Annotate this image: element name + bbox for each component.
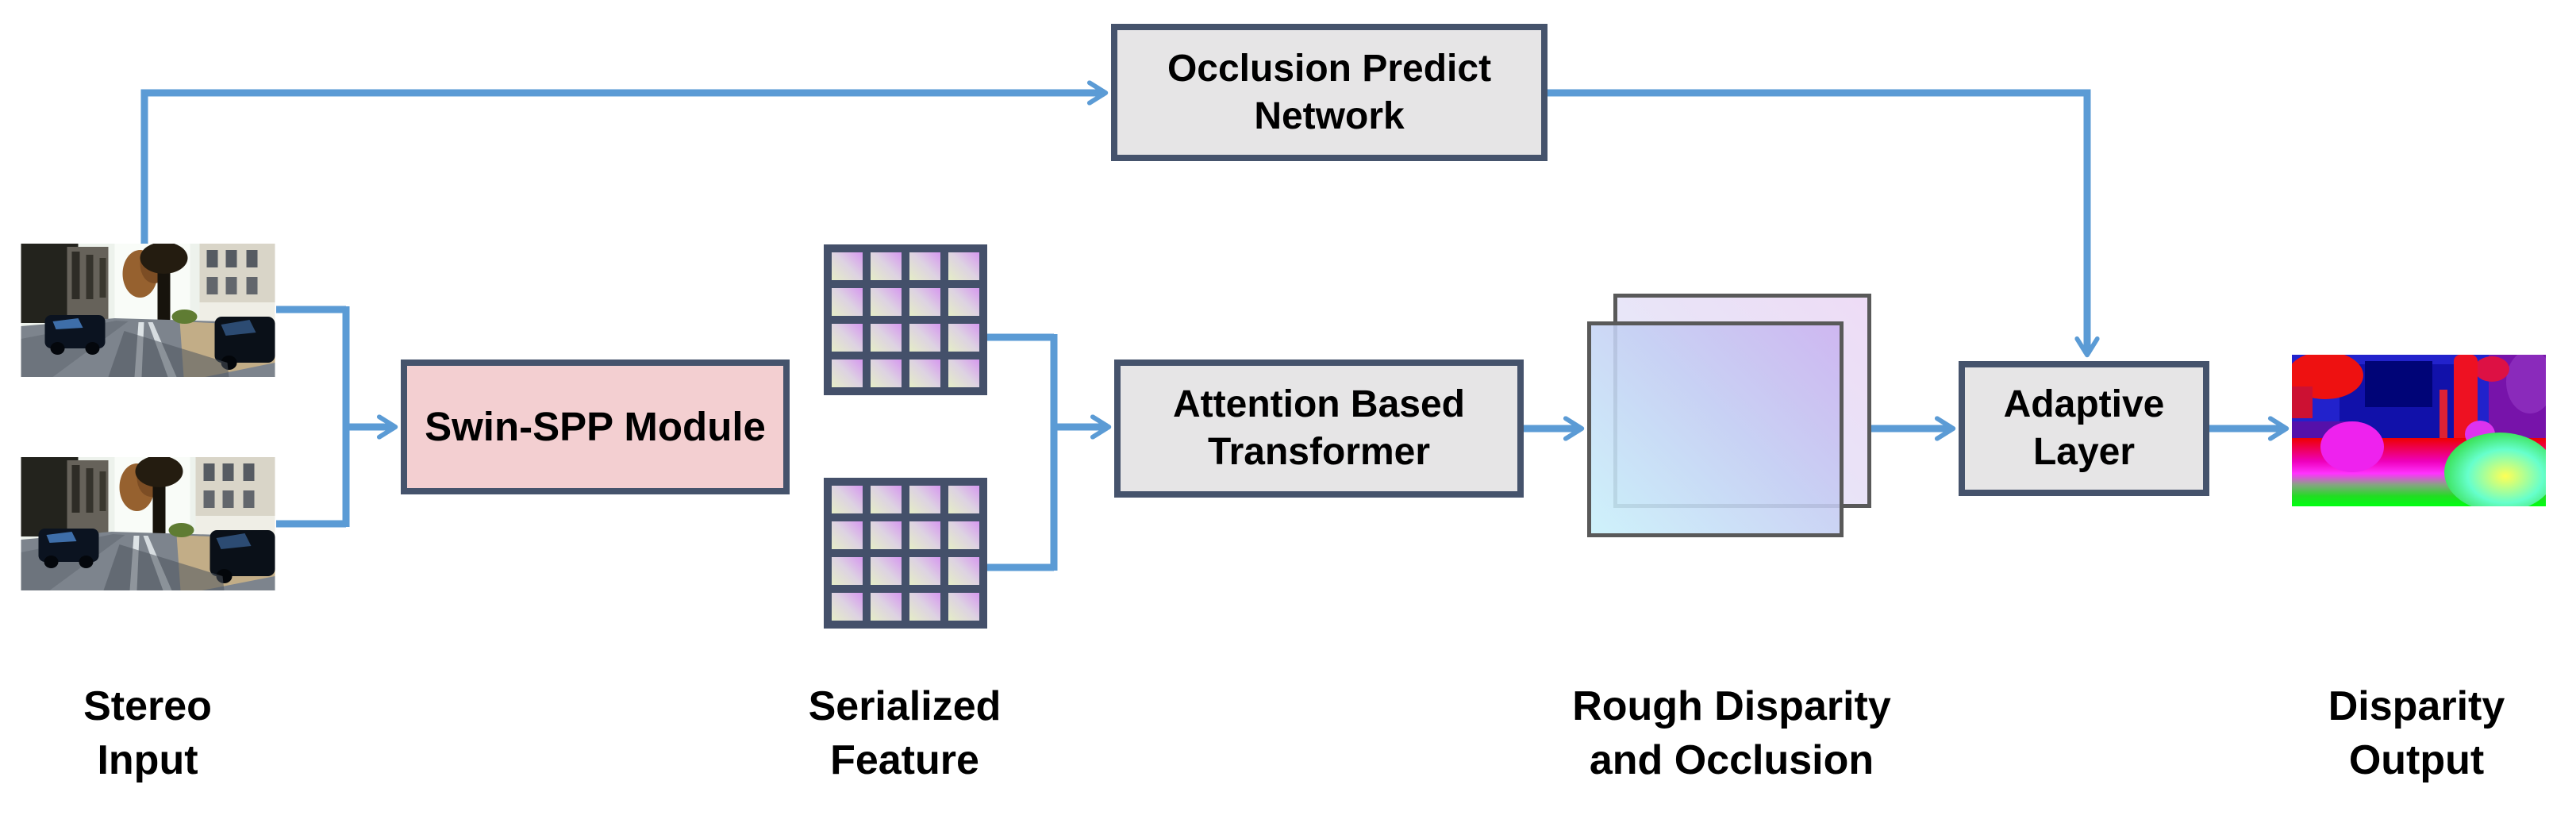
- disparity-output-image: [2287, 350, 2555, 512]
- feature-cell: [832, 557, 863, 585]
- caption-line: and Occlusion: [1589, 737, 1874, 783]
- feature-cell: [948, 557, 979, 585]
- caption-disparity-output: Disparity Output: [2297, 679, 2536, 787]
- feature-cell: [832, 324, 863, 352]
- caption-line: Feature: [830, 737, 979, 783]
- caption-stereo-input: Stereo Input: [29, 679, 267, 787]
- feature-cell: [832, 360, 863, 387]
- feature-cell: [871, 557, 902, 585]
- bracket-feature-grids: [986, 333, 1058, 571]
- caption-line: Stereo: [83, 683, 212, 729]
- caption-serialized-feature: Serialized Feature: [786, 679, 1024, 787]
- feature-cell: [909, 486, 940, 513]
- adaptive-layer-label: Adaptive: [2003, 383, 2165, 426]
- feature-cell: [871, 288, 902, 316]
- occlusion-predict-network-box: Occlusion Predict Network: [1111, 24, 1548, 161]
- feature-cell: [948, 593, 979, 621]
- feature-cell: [871, 360, 902, 387]
- attention-based-transformer-label: Attention Based: [1172, 383, 1465, 426]
- stereo-right-image: [20, 456, 276, 590]
- attention-based-transformer-label: Transformer: [1207, 431, 1431, 473]
- feature-cell: [909, 324, 940, 352]
- feature-cell: [909, 557, 940, 585]
- feature-cell: [871, 521, 902, 549]
- feature-cell: [948, 252, 979, 280]
- feature-cell: [909, 593, 940, 621]
- feature-cell: [909, 360, 940, 387]
- caption-line: Output: [2348, 737, 2485, 783]
- feature-cell: [948, 521, 979, 549]
- feature-cell: [832, 288, 863, 316]
- swin-spp-module-box: Swin-SPP Module: [401, 360, 790, 494]
- arrow-stereo-to-occlusion-network: [140, 93, 1105, 244]
- swin-spp-module-label: Swin-SPP Module: [425, 404, 766, 450]
- feature-cell: [832, 521, 863, 549]
- feature-cell: [832, 486, 863, 513]
- feature-cell: [871, 486, 902, 513]
- feature-cell: [871, 324, 902, 352]
- serialized-feature-grid-right: [824, 478, 987, 629]
- rough-disparity-plane: [1587, 321, 1844, 537]
- caption-line: Input: [97, 737, 198, 783]
- feature-cell: [871, 593, 902, 621]
- bracket-stereo-pair: [276, 306, 350, 528]
- feature-cell: [871, 252, 902, 280]
- caption-line: Serialized: [808, 683, 1002, 729]
- feature-cell: [948, 288, 979, 316]
- feature-cell: [909, 288, 940, 316]
- feature-cell: [909, 252, 940, 280]
- feature-cell: [909, 521, 940, 549]
- stereo-left-image: [20, 242, 276, 377]
- caption-line: Rough Disparity: [1572, 683, 1891, 729]
- caption-line: Disparity: [2328, 683, 2505, 729]
- occlusion-predict-network-label: Occlusion Predict: [1167, 47, 1492, 90]
- adaptive-layer-label: Layer: [2032, 431, 2136, 473]
- feature-cell: [948, 360, 979, 387]
- adaptive-layer-box: Adaptive Layer: [1959, 361, 2209, 496]
- feature-cell: [948, 324, 979, 352]
- feature-cell: [832, 593, 863, 621]
- serialized-feature-grid-left: [824, 244, 987, 395]
- caption-rough-disparity-occlusion: Rough Disparity and Occlusion: [1533, 679, 1930, 787]
- attention-based-transformer-box: Attention Based Transformer: [1114, 360, 1524, 498]
- feature-cell: [832, 252, 863, 280]
- feature-cell: [948, 486, 979, 513]
- arrow-occlusion-network-to-adaptive-layer: [1548, 89, 2087, 354]
- occlusion-predict-network-label: Network: [1254, 94, 1405, 137]
